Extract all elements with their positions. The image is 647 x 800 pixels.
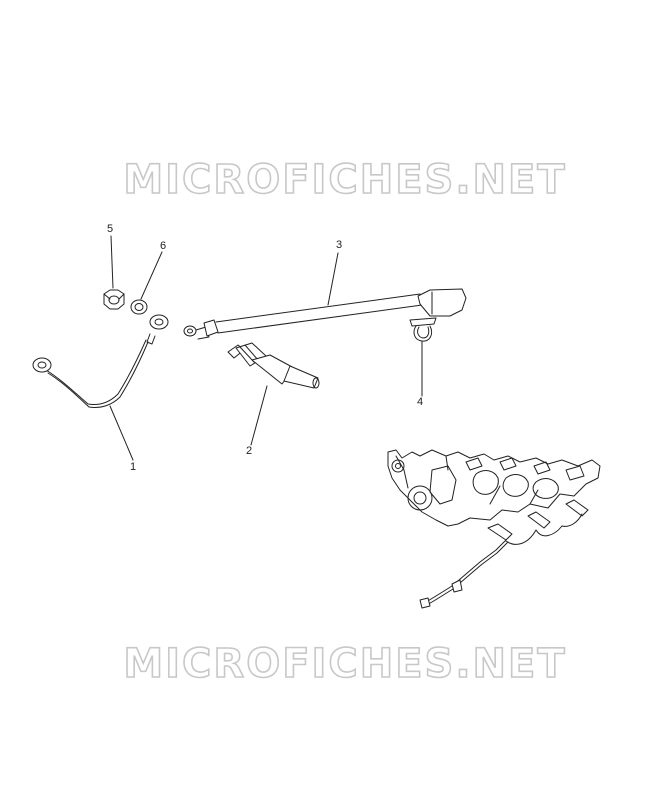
leader-6 <box>140 251 163 300</box>
leader-1 <box>109 405 134 461</box>
leader-2 <box>250 385 268 446</box>
callout-5: 5 <box>107 223 114 235</box>
inset-engine-head <box>387 449 601 609</box>
part-6-washer <box>130 299 148 315</box>
callout-3: 3 <box>336 239 343 251</box>
watermark-bottom: MICROFICHES.NET <box>123 641 566 687</box>
part-2-glow-plug <box>227 342 320 389</box>
callout-6: 6 <box>160 240 167 252</box>
leader-3 <box>327 252 339 306</box>
part-1-ground-wire <box>32 314 169 408</box>
part-3-glow-lead <box>183 288 467 340</box>
callout-2: 2 <box>246 445 253 457</box>
callout-4: 4 <box>417 396 424 408</box>
leader-5 <box>110 235 114 289</box>
part-4-clip <box>409 317 437 342</box>
part-5-nut <box>103 289 125 310</box>
watermark-top: MICROFICHES.NET <box>123 157 566 203</box>
callout-1: 1 <box>130 461 137 473</box>
